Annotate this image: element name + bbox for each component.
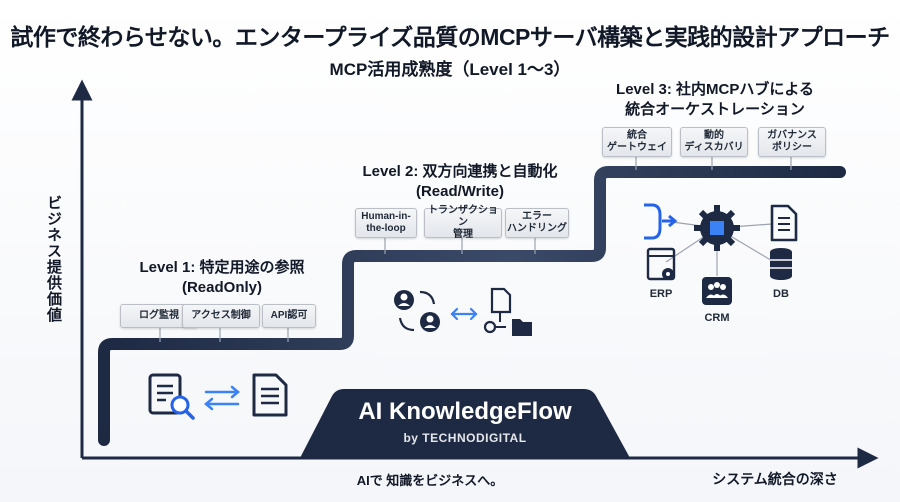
folder-icon	[512, 319, 532, 336]
db-icon	[770, 248, 792, 280]
db-label: DB	[773, 288, 789, 300]
swap-arrows-icon	[204, 385, 240, 411]
level-1-title-line2: (ReadOnly)	[181, 279, 262, 296]
tag-label: ログ監視	[139, 310, 179, 321]
crm-label: CRM	[704, 312, 730, 324]
level-2-title-line2: (Read/Write)	[415, 183, 505, 200]
tag-label-line1: トランザクション	[428, 205, 498, 228]
tag-label-line1: ガバナンス	[767, 130, 817, 141]
brand-name: AI KnowledgeFlow	[358, 398, 572, 425]
crm-icon	[702, 277, 732, 305]
level-2-title-line1: Level 2: 双方向連携と自動化	[362, 163, 558, 180]
brand-banner	[300, 389, 630, 458]
level-1-title: Level 1: 特定用途の参照 (ReadOnly)	[112, 258, 332, 298]
level-3-title-line1: Level 3: 社内MCPハブによる	[616, 81, 814, 98]
level-2-tag-human-in-the-loop: Human-in- the-loop	[355, 208, 417, 238]
page-subtitle: MCP活用成熟度（Level 1〜3）	[329, 60, 571, 79]
level-1-tag-access-control: アクセス制御	[182, 304, 260, 328]
tag-label-line2: ディスカバリ	[684, 142, 744, 153]
level-2-tag-transaction: トランザクション 管理	[424, 205, 502, 240]
document-icon-2	[770, 204, 798, 242]
staircase-path	[98, 166, 846, 446]
tag-label-line2: 管理	[453, 229, 473, 240]
tag-label-line1: 動的	[704, 130, 724, 141]
tag-label-line2: the-loop	[366, 223, 406, 234]
document-icon	[252, 373, 288, 417]
tag-label-line2: ゲートウェイ	[607, 142, 667, 153]
level-3-title: Level 3: 社内MCPハブによる 統合オーケストレーション	[590, 80, 840, 120]
document-search-icon	[148, 373, 195, 420]
level-3-tag-governance: ガバナンス ポリシー	[758, 127, 826, 157]
erp-label: ERP	[649, 288, 673, 300]
page-title: 試作で終わらせない。エンタープライズ品質のMCPサーバ構築と実践的設計アプローチ	[10, 24, 890, 50]
tag-label-line1: Human-in-	[361, 211, 411, 222]
level-1-title-line1: Level 1: 特定用途の参照	[139, 259, 305, 276]
branch-icon	[644, 203, 678, 240]
level-2-title: Level 2: 双方向連携と自動化 (Read/Write)	[340, 162, 580, 202]
x-axis-label: システム統合の深さ	[712, 471, 838, 487]
tag-connectors	[159, 155, 792, 342]
level-3-tag-gateway: 統合 ゲートウェイ	[602, 127, 672, 157]
brand-byline: by TECHNODIGITAL	[403, 431, 527, 445]
tag-label-line1: 統合	[627, 130, 647, 141]
level-1-tag-api-auth: API認可	[262, 304, 316, 328]
y-axis-label: ビジネス提供価値	[45, 195, 62, 323]
tag-label-line1: エラー	[522, 211, 552, 222]
swap-arrows-icon-2	[450, 307, 478, 321]
x-axis-caption: AIで 知識をビジネスへ。	[356, 473, 504, 488]
tag-label-line2: ポリシー	[772, 142, 812, 153]
tag-label: API認可	[270, 310, 308, 321]
file-flow-icon	[483, 287, 512, 334]
user-sync-icon	[394, 290, 440, 332]
level-2-tag-error-handling: エラー ハンドリング	[505, 208, 569, 238]
gear-hub-icon	[694, 205, 740, 251]
tag-label-line2: ハンドリング	[507, 223, 567, 234]
level-3-title-line2: 統合オーケストレーション	[625, 101, 805, 118]
erp-icon	[646, 247, 676, 281]
level-3-tag-discovery: 動的 ディスカバリ	[680, 127, 748, 157]
tag-label: アクセス制御	[191, 310, 251, 321]
